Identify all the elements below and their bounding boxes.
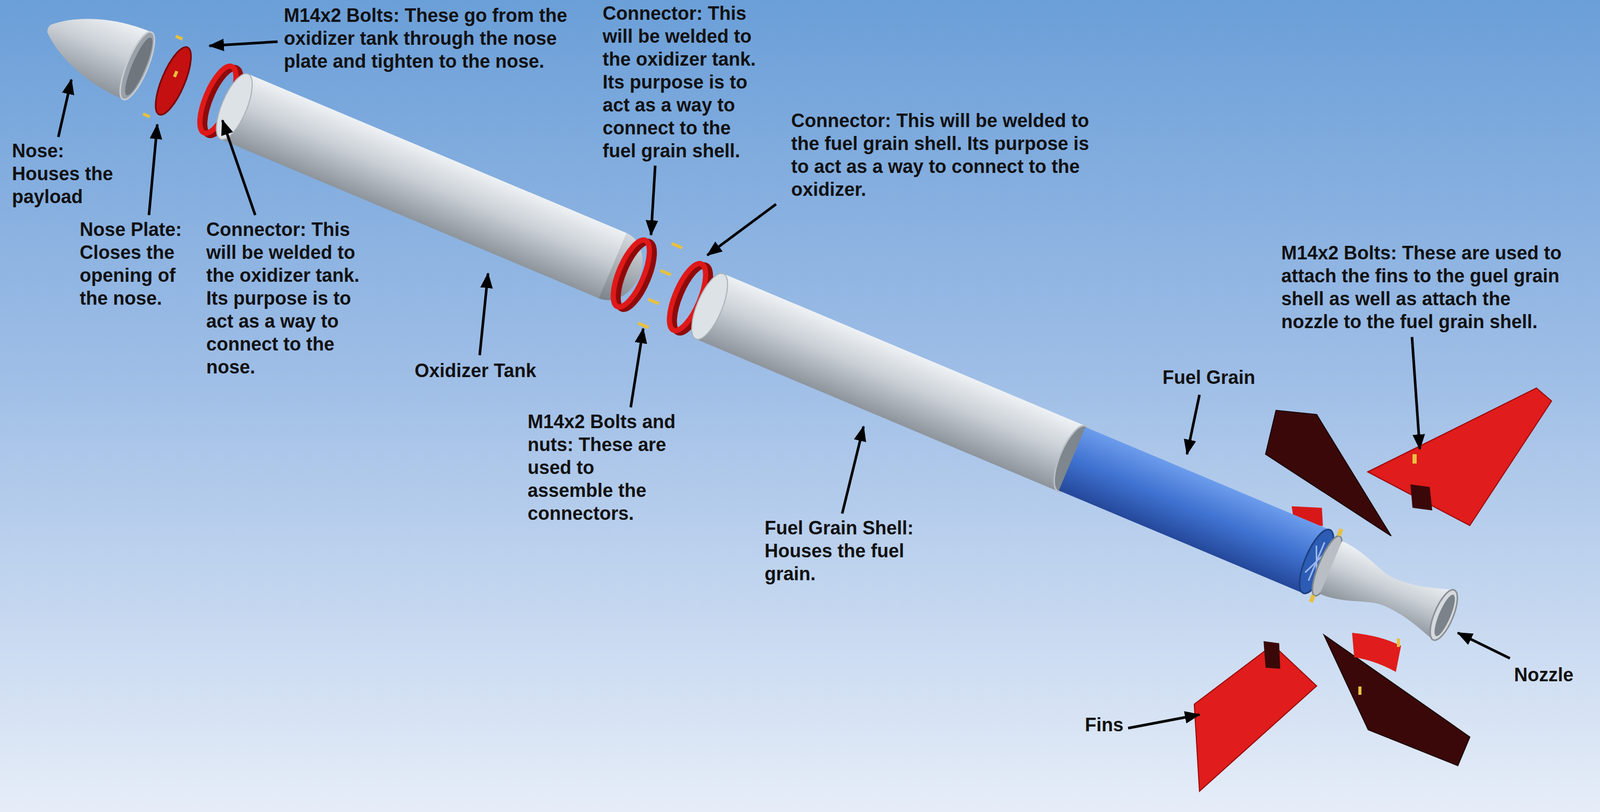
callout-label: Nozzle	[1514, 663, 1593, 687]
callout-label: Fuel Grain	[1162, 366, 1298, 390]
callout-label: Connector: This will be welded to the ox…	[602, 2, 764, 163]
leader-arrow	[58, 41, 1510, 729]
callout-label: M14x2 Bolts: These go from the oxidizer …	[283, 4, 597, 73]
callout-label: M14x2 Bolts: These are used to attach th…	[1281, 241, 1568, 334]
rocket-body	[30, 0, 1470, 660]
callout-label: Fins	[1084, 713, 1137, 737]
fin	[1194, 632, 1470, 792]
callout-label: Oxidizer Tank	[414, 359, 582, 383]
callout-label: Connector: This will be welded to the fu…	[791, 109, 1107, 202]
fin	[1265, 388, 1552, 536]
callout-label: Fuel Grain Shell: Houses the fuel grain.	[764, 516, 921, 586]
callout-label: Nose Plate: Closes the opening of the no…	[79, 218, 190, 310]
callout-label: Connector: This will be welded to the ox…	[206, 218, 367, 379]
callout-label: Nose: Houses the payload	[11, 139, 122, 209]
callout-label: M14x2 Bolts and nuts: These are used to …	[527, 410, 684, 525]
